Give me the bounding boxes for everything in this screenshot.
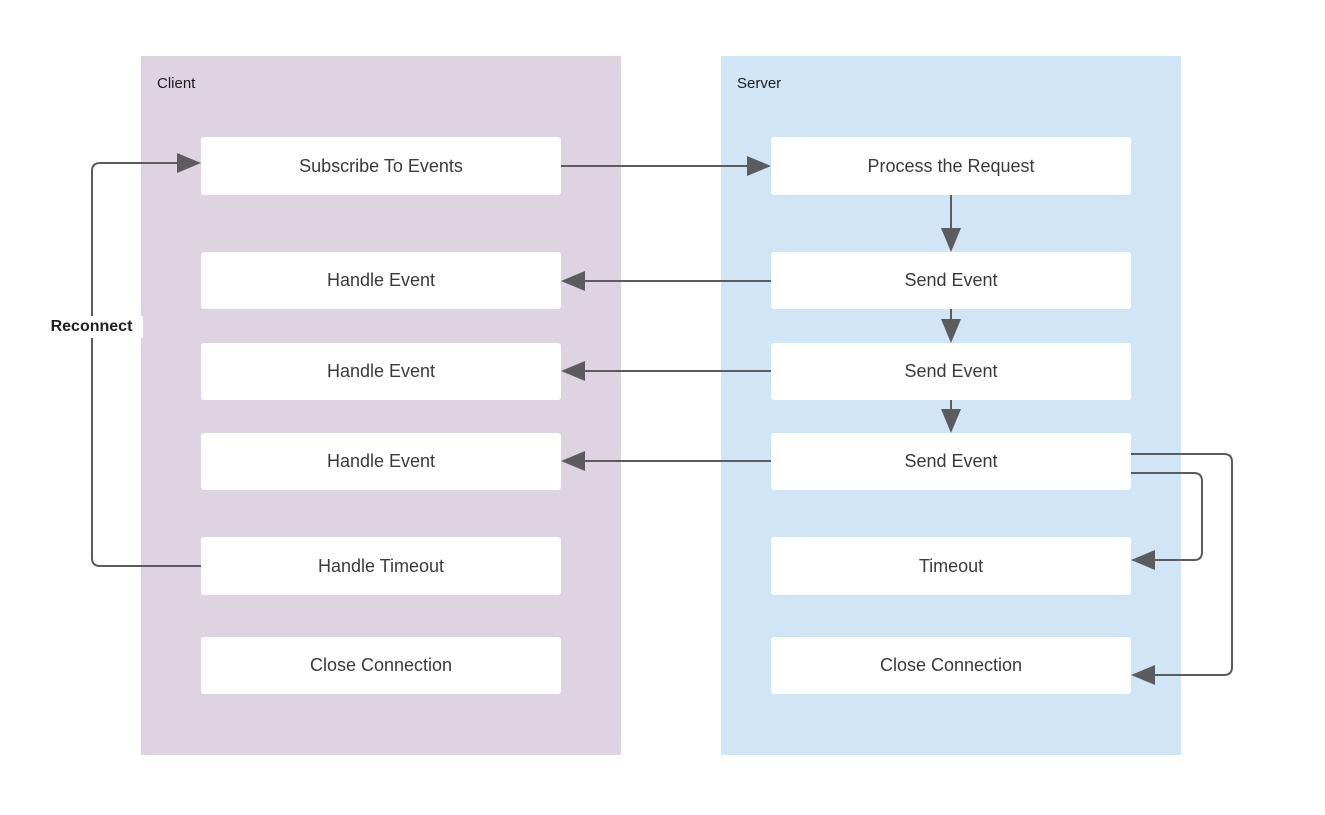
node-handle-timeout-label: Handle Timeout xyxy=(317,555,445,576)
node-timeout-label: Timeout xyxy=(918,555,984,576)
node-process-the-request-label: Process the Request xyxy=(867,155,1035,176)
node-handle-event-1[interactable]: Handle Event xyxy=(201,252,561,309)
node-server-close-connection-label: Close Connection xyxy=(879,655,1023,675)
node-handle-event-2-label: Handle Event xyxy=(326,361,436,381)
node-handle-event-2[interactable]: Handle Event xyxy=(201,343,561,400)
node-client-close-connection-label: Close Connection xyxy=(309,655,453,675)
node-send-event-1[interactable]: Send Event xyxy=(771,252,1131,309)
node-send-event-1-label: Send Event xyxy=(904,270,998,290)
node-send-event-2-label: Send Event xyxy=(904,361,998,381)
edge-label-reconnect[interactable]: Reconnect xyxy=(40,316,143,338)
node-server-close-connection[interactable]: Close Connection xyxy=(771,637,1131,694)
node-handle-event-1-label: Handle Event xyxy=(326,270,436,290)
node-handle-event-3[interactable]: Handle Event xyxy=(201,433,561,490)
node-subscribe-to-events-label: Subscribe To Events xyxy=(299,155,463,176)
node-client-close-connection[interactable]: Close Connection xyxy=(201,637,561,694)
node-process-the-request[interactable]: Process the Request xyxy=(771,137,1131,195)
connector-handle-timeout-to-subscribe[interactable] xyxy=(91,153,201,567)
lane-server-title: Server xyxy=(737,75,782,92)
node-timeout[interactable]: Timeout xyxy=(771,537,1131,595)
node-send-event-3-label: Send Event xyxy=(904,451,998,471)
connector-send3-to-timeout[interactable] xyxy=(1131,472,1203,570)
node-subscribe-to-events[interactable]: Subscribe To Events xyxy=(201,137,561,195)
connector-send3-to-close-connection[interactable] xyxy=(1131,453,1233,685)
lane-client-title: Client xyxy=(157,75,196,92)
node-send-event-2[interactable]: Send Event xyxy=(771,343,1131,400)
node-send-event-3[interactable]: Send Event xyxy=(771,433,1131,490)
node-handle-timeout[interactable]: Handle Timeout xyxy=(201,537,561,595)
node-handle-event-3-label: Handle Event xyxy=(326,451,436,471)
